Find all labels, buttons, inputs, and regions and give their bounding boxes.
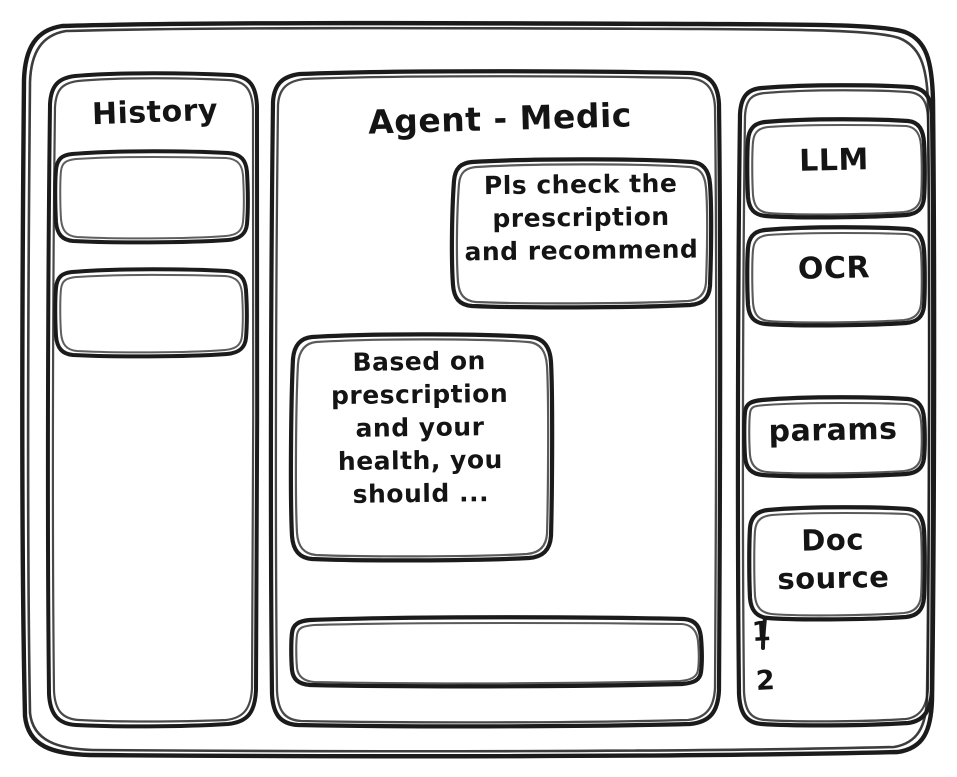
message-input[interactable] [292,618,702,686]
config-params-button[interactable] [744,398,925,476]
history-item-2[interactable] [56,270,247,355]
config-doc-source-button[interactable] [749,508,925,620]
history-item-1[interactable] [56,153,248,242]
tool-ocr-button[interactable] [747,228,925,325]
assistant-message-bubble [291,335,552,560]
user-message-bubble [453,160,711,306]
tool-llm-button[interactable] [747,120,925,217]
